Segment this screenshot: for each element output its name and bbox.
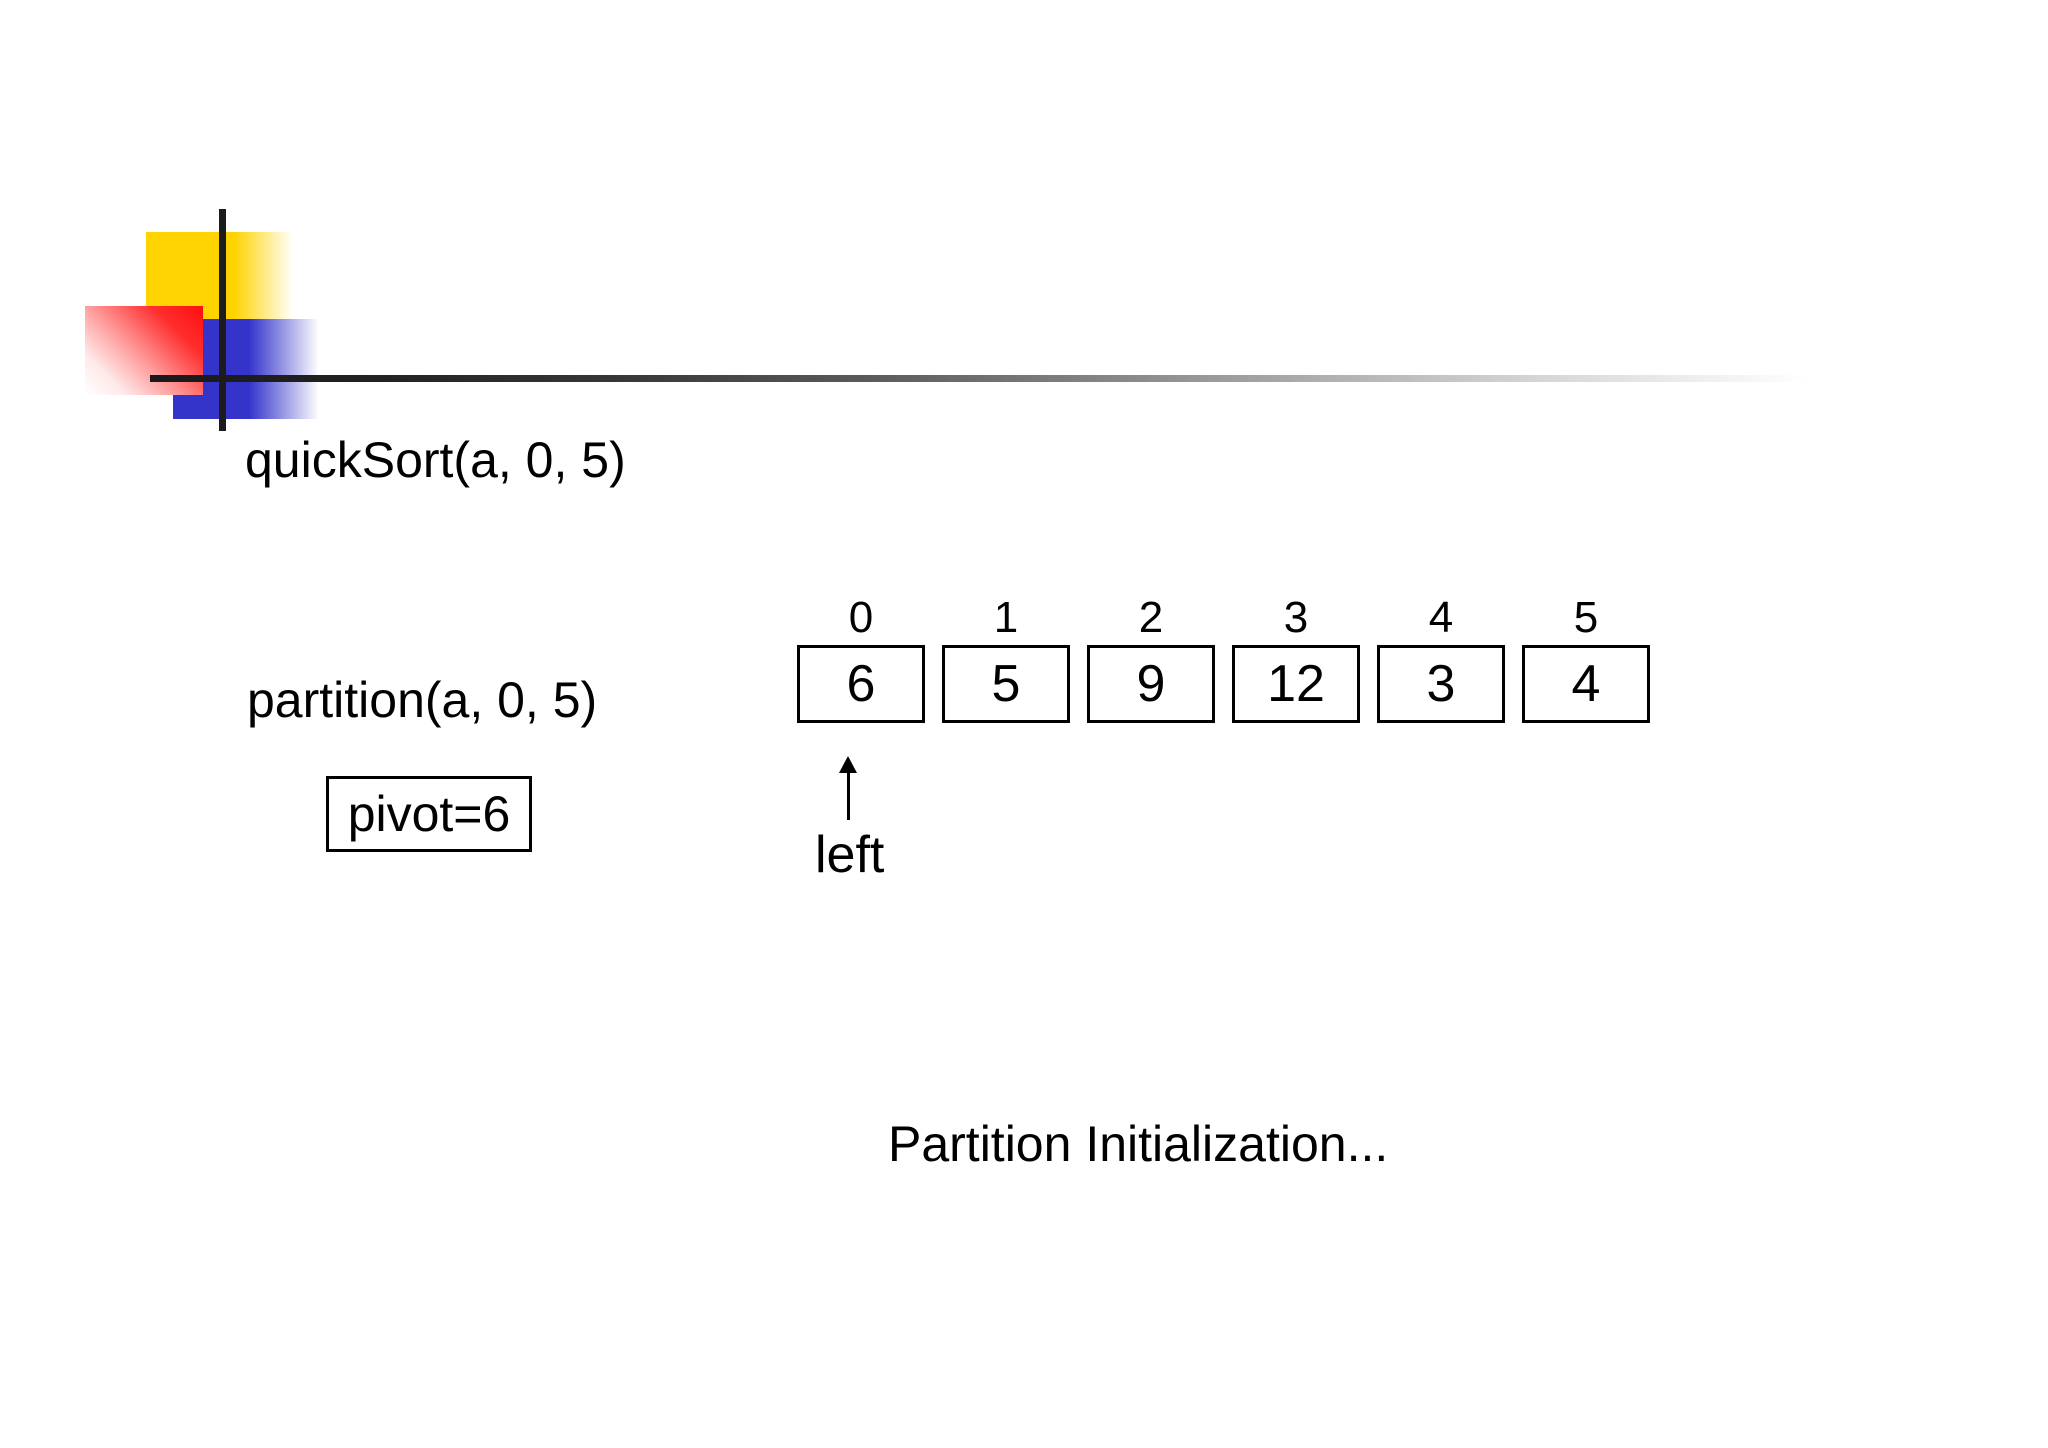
array-cell-value: 12: [1267, 655, 1325, 713]
pivot-label: pivot=6: [347, 786, 511, 842]
array-cell: 3: [1377, 645, 1505, 723]
array-index-label: 0: [848, 593, 874, 642]
array-cell: 4: [1522, 645, 1650, 723]
array-index-label: 5: [1573, 593, 1599, 642]
array-cell-value: 3: [1426, 655, 1456, 713]
array-cell: 12: [1232, 645, 1360, 723]
array-index-label: 1: [993, 593, 1019, 642]
array-index-label: 3: [1283, 593, 1309, 642]
partition-call-text: partition(a, 0, 5): [247, 672, 598, 728]
array-cell-value: 6: [846, 655, 876, 713]
array-cell-value: 4: [1571, 655, 1601, 713]
array-cell: 9: [1087, 645, 1215, 723]
logo-vertical-line: [219, 209, 226, 431]
caption-text: Partition Initialization...: [888, 1116, 1389, 1172]
logo-horizontal-rule: [150, 375, 1808, 382]
array-index-label: 2: [1138, 593, 1164, 642]
array-cell-value: 9: [1136, 655, 1166, 713]
pivot-box: pivot=6: [326, 776, 532, 852]
left-pointer-label: left: [815, 826, 885, 884]
array-cell-value: 5: [991, 655, 1021, 713]
array-cell: 5: [942, 645, 1070, 723]
left-pointer-arrowhead-icon: [839, 756, 857, 773]
quicksort-call-text: quickSort(a, 0, 5): [245, 432, 626, 488]
left-pointer-arrow-shaft: [847, 771, 850, 820]
array-index-label: 4: [1428, 593, 1454, 642]
array-cell: 6: [797, 645, 925, 723]
